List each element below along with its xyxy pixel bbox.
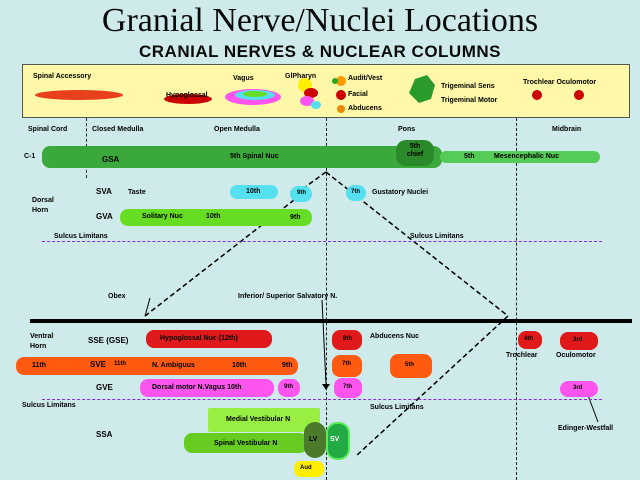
nuc-medial-vestibular: Medial Vestibular N <box>226 416 291 423</box>
sve-7th <box>332 355 362 377</box>
region-spinal-cord: Spinal Cord <box>28 126 68 133</box>
sse-4th <box>518 331 542 349</box>
nuc-11th: 11th <box>114 361 127 367</box>
label-trochlear: Trochlear <box>506 352 538 359</box>
separator-pons-midbrain <box>516 118 517 480</box>
ssa-spinal-vestibular <box>184 433 308 453</box>
label-c1: C-1 <box>24 153 36 160</box>
legend-abducens: Abducens <box>348 105 382 112</box>
ssa-aud <box>294 461 324 477</box>
nuc-sva-9th: 9th <box>297 190 306 196</box>
label-abducens-nuc: Abducens Nuc <box>370 333 420 340</box>
label-oculomotor: Oculomotor <box>556 352 596 359</box>
legend-trochlear-oculomotor: Trochlear Oculomotor <box>523 79 597 86</box>
label-salivatory: Inferior/ Superior Salvatory N. <box>238 293 338 300</box>
legend-trigeminal-sens: Trigeminal Sens <box>441 83 495 90</box>
nuc-aud: Aud <box>300 465 312 471</box>
nuc-6th: 6th <box>343 336 352 342</box>
ssa-lv <box>304 422 326 458</box>
label-obex: Obex <box>108 293 126 300</box>
nuc-sv: SV <box>330 436 340 443</box>
legend-vagus: Vagus <box>233 75 254 82</box>
nuc-gve-3rd: 3rd <box>573 385 583 391</box>
sva-9th <box>290 186 312 202</box>
nuc-hypoglossal: Hypoglossal Nuc (12th) <box>160 335 238 342</box>
label-sulcus-limitans-upper-right: Sulcus Limitans <box>410 233 464 240</box>
sse-hypoglossal-bar <box>146 330 272 348</box>
nuc-gve-9th: 9th <box>284 384 293 390</box>
label-sulcus-limitans-upper-left: Sulcus Limitans <box>54 233 108 240</box>
gve-dorsal-motor-bar <box>140 379 274 397</box>
legend-spinal-accessory: Spinal Accessory <box>33 73 92 80</box>
label-ssa: SSA <box>96 430 113 439</box>
chief-5th-shape <box>396 140 434 166</box>
legend-facial: Facial <box>348 91 368 98</box>
page-subtitle: CRANIAL NERVES & NUCLEAR COLUMNS <box>138 42 501 61</box>
nuc-gva-9th: 9th <box>290 214 301 221</box>
nuc-dorsal-motor: Dorsal motor N.Vagus 10th <box>152 384 242 391</box>
nuc-sve-9th: 9th <box>282 362 293 369</box>
sse-6th <box>332 330 362 350</box>
label-sulcus-limitans-lower-right: Sulcus Limitans <box>370 404 424 411</box>
label-taste: Taste <box>128 189 146 196</box>
gve-7th <box>334 378 362 398</box>
label-sse: SSE (GSE) <box>88 336 129 345</box>
ssa-sv <box>326 422 350 460</box>
label-sulcus-limitans-lower-left: Sulcus Limitans <box>22 402 76 409</box>
nuc-5th: 5th <box>464 153 475 160</box>
nuc-5th-chief: 5th chief <box>406 143 424 158</box>
nuc-sve-10th: 10th <box>232 362 247 369</box>
nuc-sva-10th: 10th <box>246 188 261 195</box>
nuc-sva-7th: 7th <box>351 189 360 195</box>
nuc-mesencephalic: Mesencephalic Nuc <box>494 153 559 160</box>
nuc-4th: 4th <box>524 336 533 342</box>
nuc-sve-7th: 7th <box>342 361 351 367</box>
gva-bar <box>120 209 312 226</box>
sva-7th <box>346 185 366 201</box>
page-title: Granial Nerve/Nuclei Locations <box>101 2 539 39</box>
nuc-sve-5th: 5th <box>405 362 414 368</box>
legend-glpharyn: GlPharyn <box>285 73 317 80</box>
nuc-sse-3rd: 3rd <box>573 337 583 343</box>
nuc-gve-7th: 7th <box>343 384 352 390</box>
region-open-medulla: Open Medulla <box>214 126 260 133</box>
region-midbrain: Midbrain <box>552 126 582 133</box>
legend-trigeminal-motor: Trigeminal Motor <box>441 97 498 104</box>
label-gsa: GSA <box>102 155 120 164</box>
label-sve: SVE <box>90 360 107 369</box>
sulcus-limitans-line-upper <box>42 241 602 242</box>
sse-3rd <box>560 332 598 350</box>
label-dorsal-horn: Dorsal Horn <box>32 197 54 214</box>
gsa-bar <box>42 146 442 168</box>
label-gve: GVE <box>96 383 113 392</box>
label-gva: GVA <box>96 212 113 221</box>
separator-medulla-pons <box>326 118 327 480</box>
legend-nerve-shapes <box>35 75 584 113</box>
sve-5th <box>390 354 432 378</box>
gve-9th <box>278 379 300 397</box>
nuc-spinal-vestibular: Spinal Vestibular N <box>214 440 278 447</box>
ssa-medial-vestibular <box>208 408 320 432</box>
legend-box: Spinal Accessory Hypoglossal Vagus GlPha… <box>22 64 630 118</box>
label-sva: SVA <box>96 187 112 196</box>
region-pons: Pons <box>398 126 416 133</box>
sulcus-limitans-line-lower <box>42 399 602 400</box>
sve-bar <box>16 357 298 375</box>
nuc-lv: LV <box>309 436 318 443</box>
nuc-gva-10th: 10th <box>206 213 221 220</box>
gsa-midbrain-bar <box>440 151 600 163</box>
nuc-11th-left: 11th <box>32 362 47 369</box>
nuc-solitary: Solitary Nuc <box>142 213 183 220</box>
gve-3rd <box>560 381 598 397</box>
label-ventral-horn: Ventral Horn <box>30 333 54 350</box>
nuc-spinal-5th: 5th Spinal Nuc <box>230 153 279 160</box>
nuc-ambiguus: N. Ambiguus <box>152 362 195 369</box>
label-gustatory: Gustatory Nuclei <box>372 189 429 196</box>
legend-hypoglossal: Hypoglossal <box>166 92 208 99</box>
label-edinger-westfall: Edinger-Westfall <box>558 425 614 432</box>
sva-10th <box>230 185 278 199</box>
region-closed-medulla: Closed Medulla <box>92 126 144 133</box>
legend-audit-vest: Audit/Vest <box>348 75 383 82</box>
